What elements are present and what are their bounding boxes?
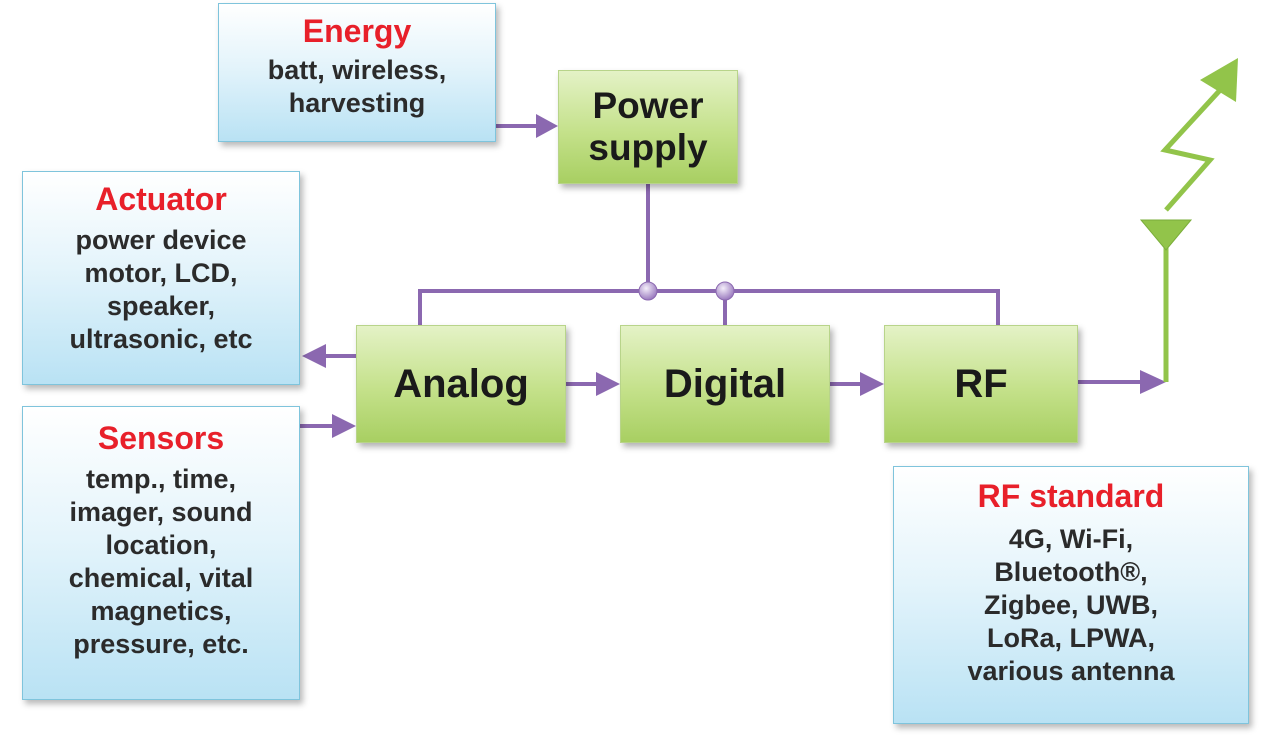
actuator-title: Actuator [95, 181, 227, 217]
analog-label: Analog [393, 361, 529, 406]
analog-block: Analog [356, 325, 566, 443]
digital-block: Digital [620, 325, 830, 443]
rf-label: RF [954, 361, 1008, 406]
energy-title: Energy [302, 13, 412, 49]
rf-block: RF [884, 325, 1078, 443]
power-supply-block: Power supply [558, 70, 738, 184]
rf-standard-description: 4G, Wi-Fi, Bluetooth®, Zigbee, UWB, LoRa… [967, 524, 1175, 686]
arrowhead-digital [596, 372, 620, 396]
rf-standard-title: RF standard [977, 478, 1165, 514]
junction-dot [638, 281, 658, 301]
digital-label: Digital [663, 361, 787, 406]
wire-power-bus [418, 289, 1000, 325]
energy-box: Energy batt, wireless, harvesting [218, 3, 496, 142]
arrowhead-actuator [302, 344, 326, 368]
rf-standard-box: RF standard 4G, Wi-Fi, Bluetooth®, Zigbe… [893, 466, 1249, 724]
arrowhead-power-supply [536, 114, 558, 138]
sensors-box: Sensors temp., time, imager, sound locat… [22, 406, 300, 700]
energy-description: batt, wireless, harvesting [267, 55, 447, 118]
antenna-icon [1139, 58, 1238, 382]
sensors-title: Sensors [97, 420, 225, 456]
actuator-box: Actuator power device motor, LCD, speake… [22, 171, 300, 385]
arrowhead-analog-input [332, 414, 356, 438]
arrowhead-rf [860, 372, 884, 396]
sensors-description: temp., time, imager, sound location, che… [68, 464, 254, 659]
actuator-description: power device motor, LCD, speaker, ultras… [69, 225, 253, 354]
arrowhead-antenna-feed [1140, 370, 1166, 394]
power-supply-label: Power supply [588, 85, 708, 168]
junction-dot [715, 281, 735, 301]
